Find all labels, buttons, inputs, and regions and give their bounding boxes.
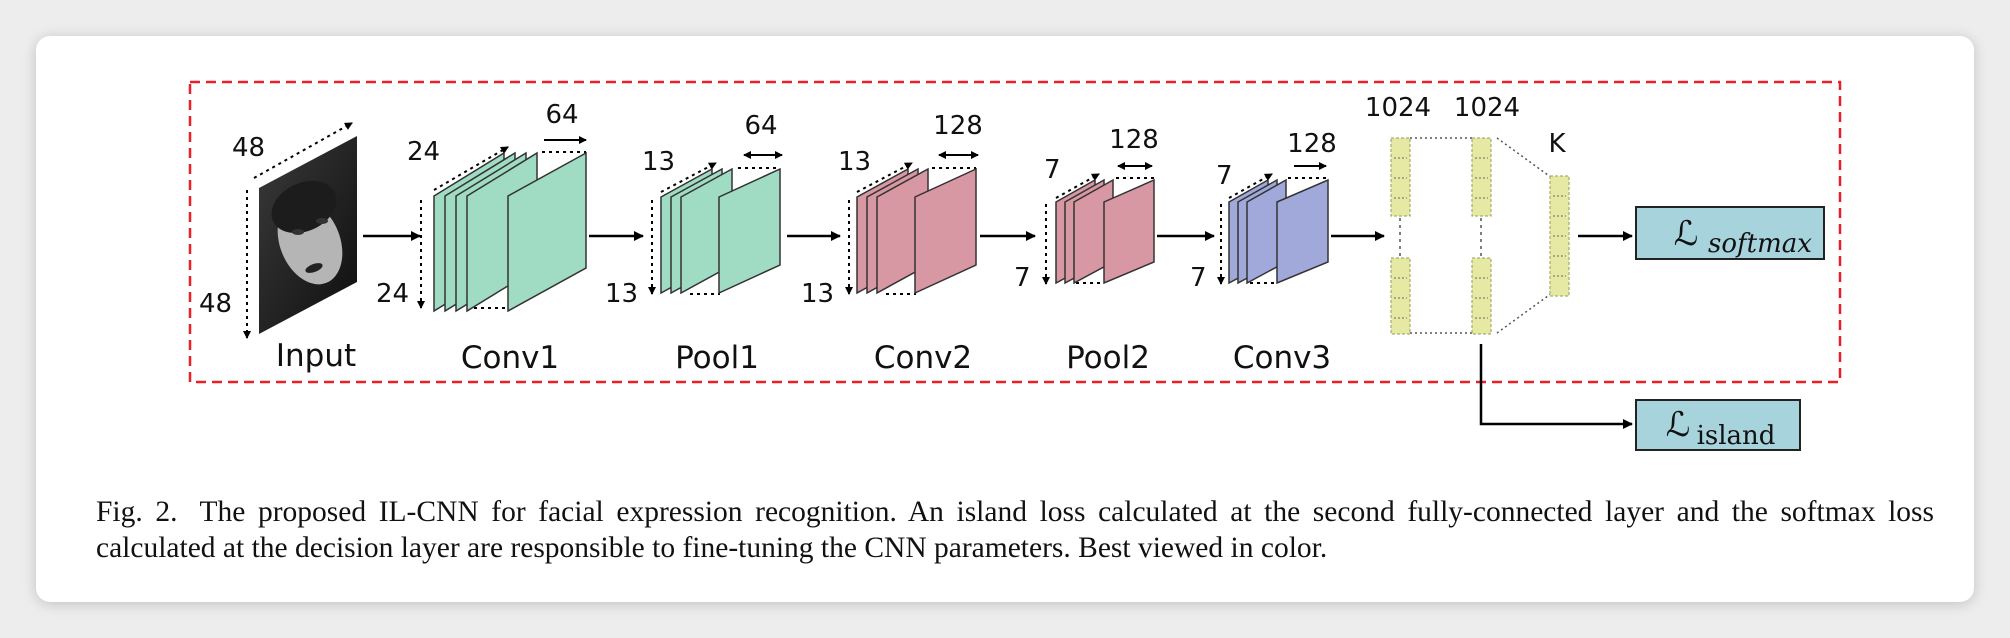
conv2-title: Conv2 bbox=[874, 340, 972, 376]
conv2-height-label: 13 bbox=[801, 279, 834, 309]
conv3-title: Conv3 bbox=[1233, 340, 1331, 376]
pool1-depth-label: 64 bbox=[744, 111, 777, 141]
conv3-depth-label: 128 bbox=[1287, 129, 1337, 159]
input-height-label: 48 bbox=[199, 289, 232, 319]
conv3-width-label: 7 bbox=[1216, 161, 1233, 191]
output-layer: K bbox=[1548, 129, 1570, 297]
conv1-height-label: 24 bbox=[376, 279, 409, 309]
fc1-units-label: 1024 bbox=[1365, 93, 1431, 123]
arrow-fc2-island bbox=[1479, 344, 1633, 429]
pool2-height-label: 7 bbox=[1014, 263, 1031, 293]
fc2-layer: 1024 bbox=[1454, 93, 1520, 335]
fc1-layer: 1024 bbox=[1365, 93, 1431, 335]
conv1-depth-label: 64 bbox=[545, 100, 578, 130]
network-region-box bbox=[188, 80, 1842, 384]
figure-caption: Fig. 2.The proposed IL-CNN for facial ex… bbox=[96, 494, 1934, 566]
pool1-width-label: 13 bbox=[642, 147, 675, 177]
pool2-title: Pool2 bbox=[1066, 340, 1150, 376]
fc2-units-label: 1024 bbox=[1454, 93, 1520, 123]
pool1-title: Pool1 bbox=[675, 340, 759, 376]
softmax-loss-subscript: softmax bbox=[1708, 229, 1812, 259]
caption-text: The proposed IL-CNN for facial expressio… bbox=[96, 496, 1934, 564]
pool2-width-label: 7 bbox=[1044, 155, 1061, 185]
input-title: Input bbox=[276, 338, 356, 374]
island-loss-box: ℒ island bbox=[1635, 399, 1801, 451]
caption-tag: Fig. 2. bbox=[96, 496, 178, 528]
conv3-layer: 7 7 128 Conv3 bbox=[1190, 129, 1337, 376]
softmax-loss-symbol: ℒ bbox=[1674, 214, 1699, 254]
conv2-depth-label: 128 bbox=[933, 111, 983, 141]
fc-layers: 1024 1024 K bbox=[1365, 93, 1570, 335]
pool2-depth-label: 128 bbox=[1109, 125, 1159, 155]
conv1-layer: 24 24 64 Conv1 bbox=[376, 100, 587, 376]
pool1-layer: 13 13 64 Pool1 bbox=[605, 111, 783, 376]
figure-card bbox=[36, 36, 1974, 602]
conv2-width-label: 13 bbox=[838, 147, 871, 177]
softmax-loss-box: ℒ softmax bbox=[1635, 206, 1825, 260]
island-loss-symbol: ℒ bbox=[1666, 405, 1691, 445]
conv3-height-label: 7 bbox=[1190, 263, 1207, 293]
pool2-layer: 7 7 128 Pool2 bbox=[1014, 125, 1159, 376]
input-face-image bbox=[259, 136, 357, 334]
pool1-height-label: 13 bbox=[605, 279, 638, 309]
conv1-width-label: 24 bbox=[407, 137, 440, 167]
input-layer: 48 48 Input bbox=[199, 122, 357, 374]
conv1-title: Conv1 bbox=[461, 340, 559, 376]
input-width-label: 48 bbox=[232, 133, 265, 163]
island-loss-subscript: island bbox=[1697, 421, 1776, 451]
conv2-layer: 13 13 128 Conv2 bbox=[801, 111, 983, 376]
output-units-label: K bbox=[1548, 129, 1566, 159]
